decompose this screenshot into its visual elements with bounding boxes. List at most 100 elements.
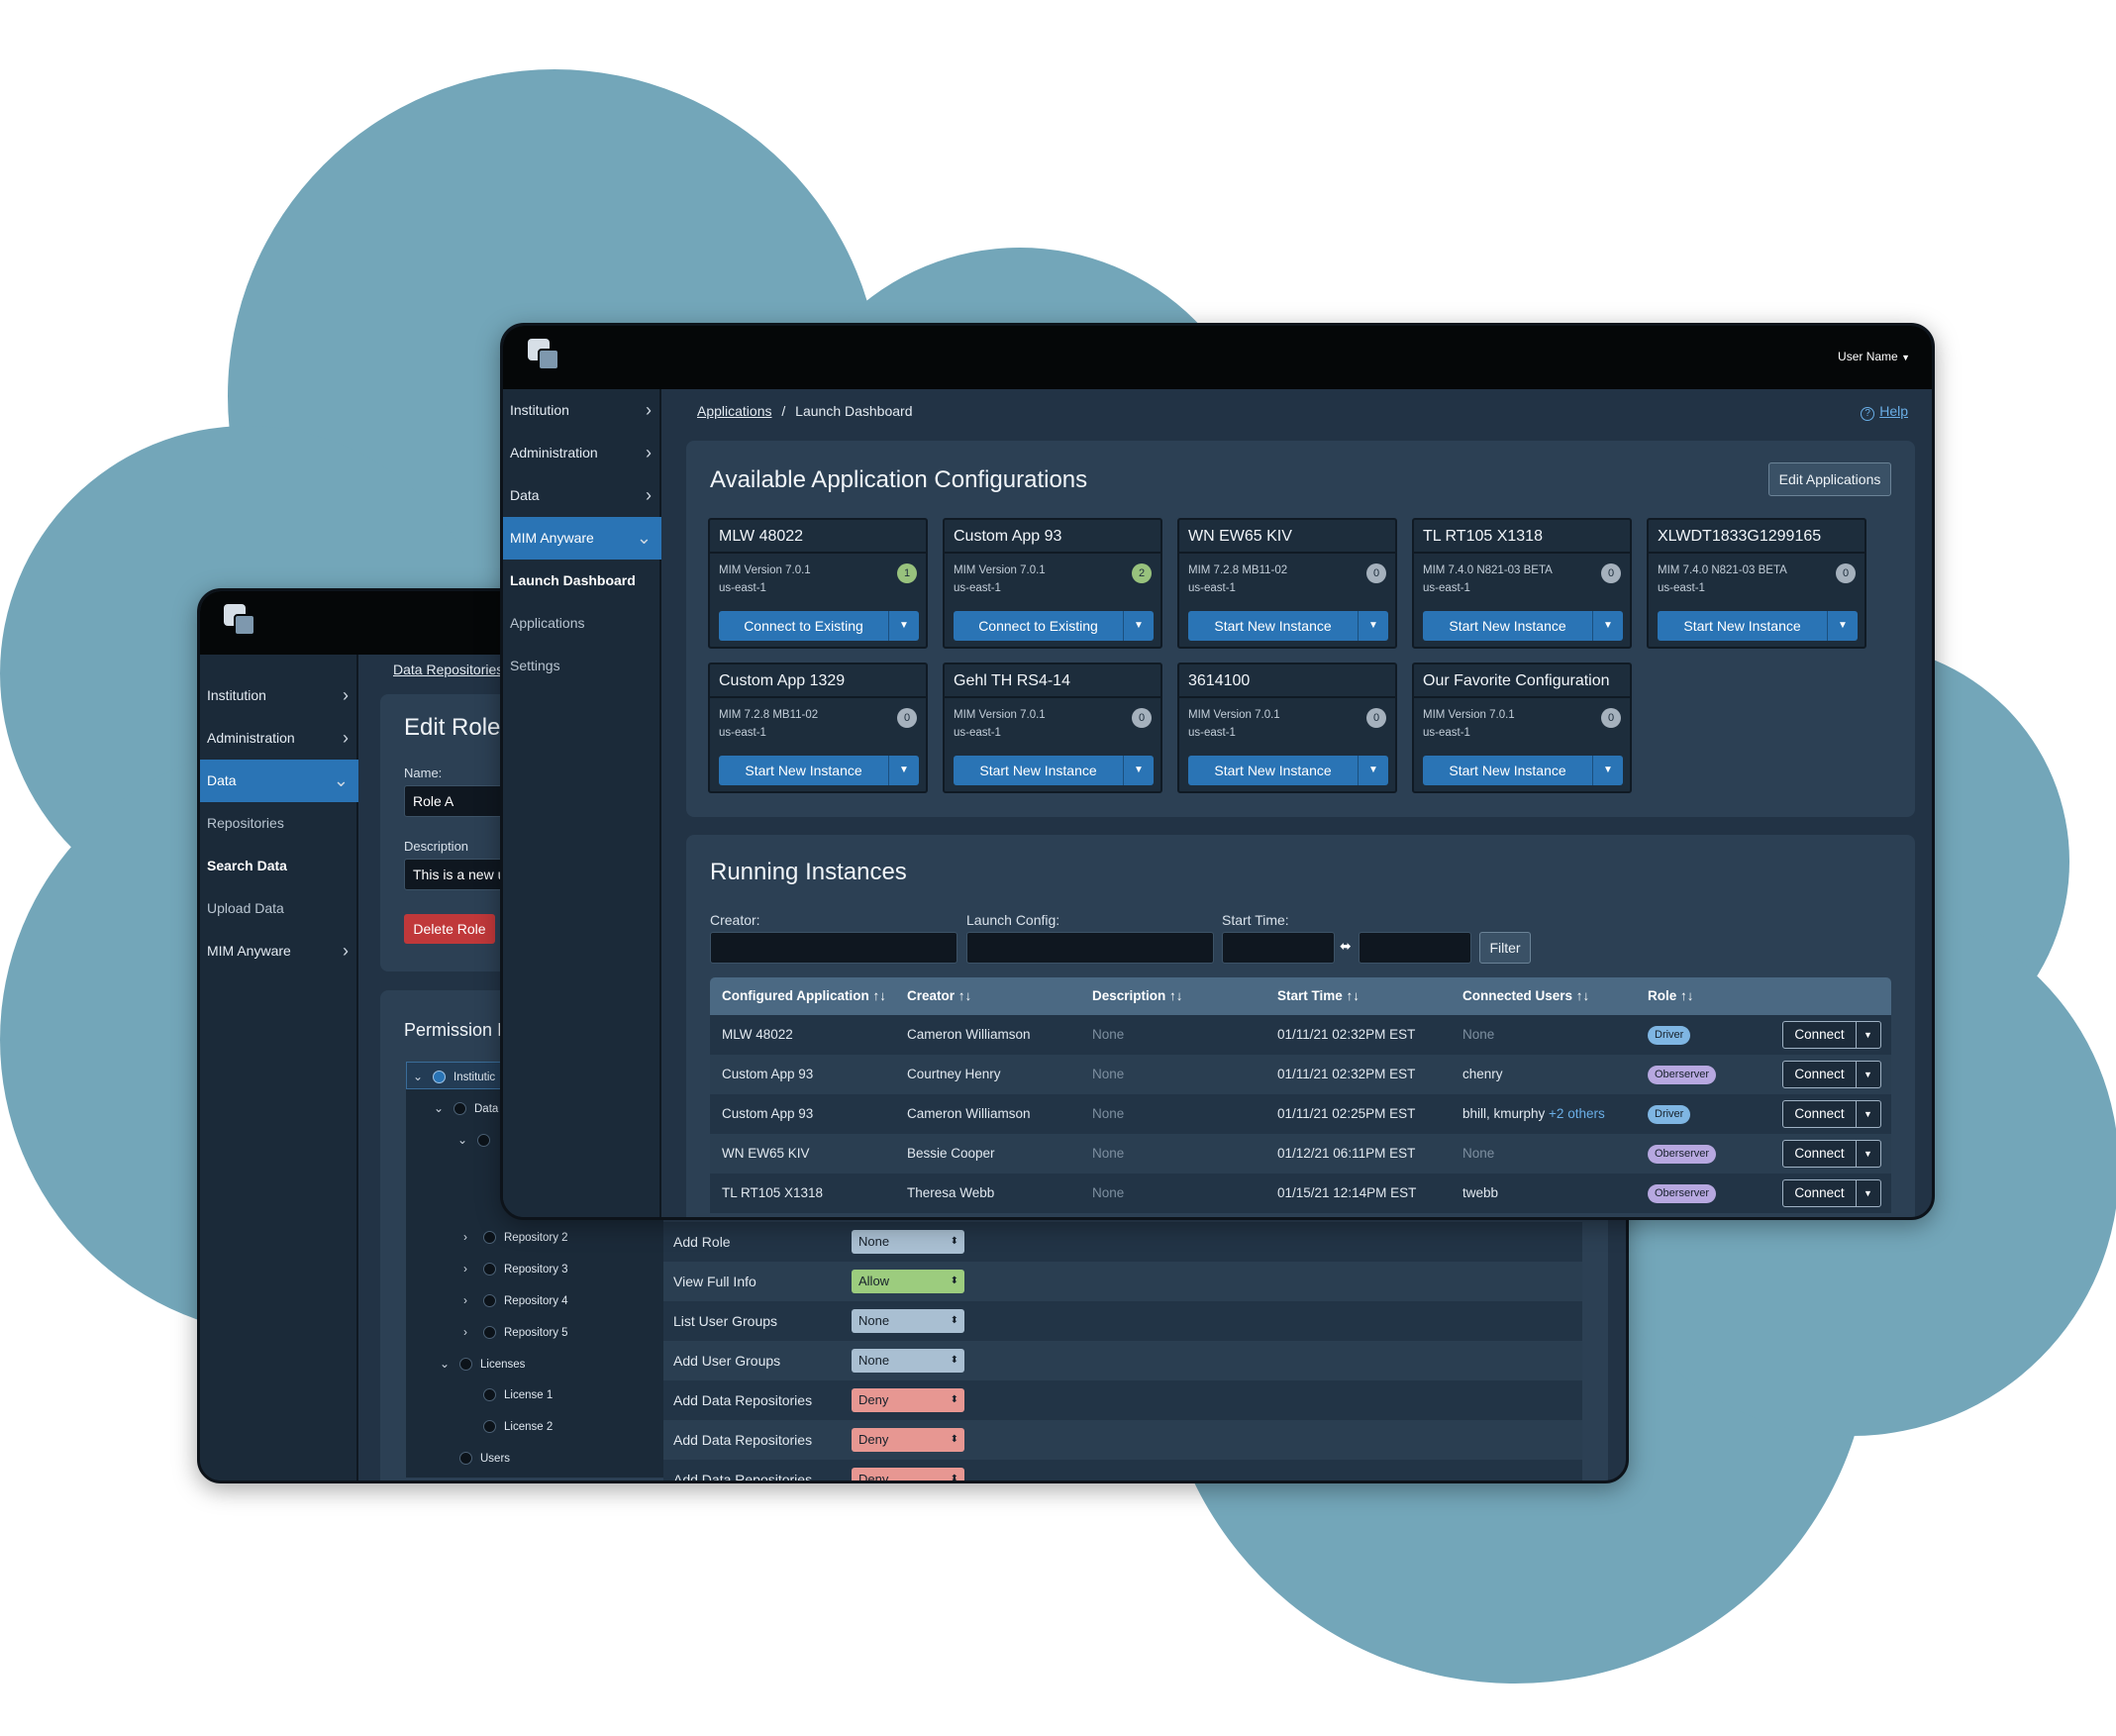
sidebar-item-institution[interactable]: Institution› xyxy=(200,674,358,717)
radio-icon[interactable] xyxy=(459,1358,472,1372)
caret-down-icon[interactable]: ▼ xyxy=(1134,620,1144,631)
radio-icon[interactable] xyxy=(433,1071,446,1084)
user-menu[interactable]: User Name ▼ xyxy=(1838,350,1910,363)
column-header[interactable]: Configured Application ↑↓ xyxy=(722,988,886,1003)
sidebar-sub-launch-dashboard[interactable]: Launch Dashboard xyxy=(510,572,636,588)
tree-node-license-2[interactable]: License 2 xyxy=(483,1416,553,1438)
radio-icon[interactable] xyxy=(483,1326,496,1340)
creator-input[interactable] xyxy=(710,932,957,964)
sidebar-item-institution[interactable]: Institution› xyxy=(503,389,661,432)
sidebar-item-label: Administration xyxy=(510,445,598,460)
caret-down-icon[interactable]: ▼ xyxy=(1368,620,1378,631)
launch-config-input[interactable] xyxy=(966,932,1214,964)
caret-down-icon[interactable]: ▼ xyxy=(1864,1030,1872,1040)
radio-icon[interactable] xyxy=(459,1452,472,1466)
tree-node-users[interactable]: Users xyxy=(459,1448,510,1470)
caret-down-icon[interactable]: ▼ xyxy=(1134,765,1144,775)
sidebar-item-data[interactable]: Data⌄ xyxy=(200,760,358,802)
start-time-to-input[interactable] xyxy=(1359,932,1471,964)
help-link[interactable]: ?Help xyxy=(1861,403,1908,421)
config-action-button[interactable]: Connect to Existing xyxy=(954,611,1124,641)
sidebar-item-data[interactable]: Data› xyxy=(503,474,661,517)
sidebar-item-mim-anyware[interactable]: MIM Anyware› xyxy=(200,930,358,972)
updown-icon: ⬍ xyxy=(950,1236,958,1247)
config-action-button[interactable]: Connect to Existing xyxy=(719,611,889,641)
column-header[interactable]: Connected Users ↑↓ xyxy=(1462,988,1590,1003)
radio-icon[interactable] xyxy=(477,1134,490,1148)
sidebar-sub-repositories[interactable]: Repositories xyxy=(207,815,284,831)
caret-down-icon[interactable]: ▼ xyxy=(1603,620,1613,631)
permission-select[interactable]: None⬍ xyxy=(852,1309,964,1333)
edit-applications-button[interactable]: Edit Applications xyxy=(1768,462,1891,496)
config-action-button[interactable]: Start New Instance xyxy=(1188,611,1359,641)
connect-button[interactable]: Connect xyxy=(1783,1022,1857,1048)
sidebar-sub-applications[interactable]: Applications xyxy=(510,615,585,631)
config-action-button[interactable]: Start New Instance xyxy=(954,756,1124,785)
delete-role-button[interactable]: Delete Role xyxy=(404,914,495,944)
caret-down-icon[interactable]: ▼ xyxy=(1368,765,1378,775)
column-header[interactable]: Creator ↑↓ xyxy=(907,988,972,1003)
connect-button[interactable]: Connect xyxy=(1783,1141,1857,1167)
config-action-button[interactable]: Start New Instance xyxy=(1658,611,1828,641)
sidebar-sub-upload-data[interactable]: Upload Data xyxy=(207,900,284,916)
permission-select[interactable]: Allow⬍ xyxy=(852,1270,964,1293)
config-card-title: 3614100 xyxy=(1179,664,1395,698)
caret-down-icon[interactable]: ▼ xyxy=(1838,620,1848,631)
caret-down-icon[interactable]: ▼ xyxy=(1864,1109,1872,1119)
radio-icon[interactable] xyxy=(483,1231,496,1245)
caret-down-icon[interactable]: ▼ xyxy=(1864,1070,1872,1079)
radio-icon[interactable] xyxy=(483,1263,496,1276)
tree-node-repository-3[interactable]: ›Repository 3 xyxy=(463,1258,568,1280)
tree-node-collapsed[interactable]: ⌄ xyxy=(457,1129,498,1152)
caret-down-icon[interactable]: ▼ xyxy=(1603,765,1613,775)
sidebar-item-mim-anyware[interactable]: MIM Anyware⌄ xyxy=(503,517,661,560)
radio-icon[interactable] xyxy=(483,1420,496,1434)
permission-select[interactable]: None⬍ xyxy=(852,1230,964,1254)
connect-button[interactable]: Connect xyxy=(1783,1180,1857,1206)
tree-node-licenses[interactable]: ⌄Licenses xyxy=(440,1353,525,1376)
sidebar-item-administration[interactable]: Administration› xyxy=(200,717,358,760)
caret-down-icon[interactable]: ▼ xyxy=(899,765,909,775)
tree-node-license-1[interactable]: License 1 xyxy=(483,1384,553,1406)
connect-button[interactable]: Connect xyxy=(1783,1062,1857,1087)
caret-down-icon[interactable]: ▼ xyxy=(1864,1149,1872,1159)
config-action-button[interactable]: Start New Instance xyxy=(1188,756,1359,785)
permission-select[interactable]: Deny⬍ xyxy=(852,1428,964,1452)
creator-label: Creator: xyxy=(710,912,760,928)
filter-button[interactable]: Filter xyxy=(1479,932,1531,964)
sidebar-sub-search-data[interactable]: Search Data xyxy=(207,858,287,873)
permission-select[interactable]: None⬍ xyxy=(852,1349,964,1373)
tree-node-data[interactable]: ⌄Data xyxy=(434,1097,498,1120)
tree-node-repository-2[interactable]: ›Repository 2 xyxy=(463,1226,568,1249)
radio-icon[interactable] xyxy=(483,1388,496,1402)
radio-icon[interactable] xyxy=(453,1102,466,1116)
tree-label: Repository 2 xyxy=(504,1232,568,1244)
sidebar-sub-settings[interactable]: Settings xyxy=(510,658,560,673)
permission-select[interactable]: Deny⬍ xyxy=(852,1388,964,1412)
connect-split-button: Connect ▼ xyxy=(1782,1021,1881,1049)
config-card-title: Gehl TH RS4-14 xyxy=(945,664,1160,698)
sidebar-item-administration[interactable]: Administration› xyxy=(503,432,661,474)
connect-split-button: Connect ▼ xyxy=(1782,1100,1881,1128)
permission-select[interactable]: Deny⬍ xyxy=(852,1468,964,1481)
column-header[interactable]: Start Time ↑↓ xyxy=(1277,988,1360,1003)
cell-application: MLW 48022 xyxy=(722,1027,793,1042)
caret-down-icon[interactable]: ▼ xyxy=(1864,1188,1872,1198)
config-action-button[interactable]: Start New Instance xyxy=(1423,611,1593,641)
connect-button[interactable]: Connect xyxy=(1783,1101,1857,1127)
breadcrumb-link[interactable]: Data Repositories xyxy=(393,662,504,677)
column-header[interactable]: Description ↑↓ xyxy=(1092,988,1183,1003)
instance-count-badge: 2 xyxy=(1132,563,1152,583)
breadcrumb-link[interactable]: Applications xyxy=(697,403,772,419)
radio-icon[interactable] xyxy=(483,1294,496,1308)
caret-down-icon[interactable]: ▼ xyxy=(899,620,909,631)
column-header[interactable]: Role ↑↓ xyxy=(1648,988,1694,1003)
config-action-button[interactable]: Start New Instance xyxy=(1423,756,1593,785)
start-time-from-input[interactable] xyxy=(1222,932,1335,964)
config-card-region: us-east-1 xyxy=(1188,727,1236,739)
more-users-link[interactable]: +2 others xyxy=(1549,1106,1605,1121)
config-action-button[interactable]: Start New Instance xyxy=(719,756,889,785)
cell-description: None xyxy=(1092,1185,1125,1200)
tree-node-repository-4[interactable]: ›Repository 4 xyxy=(463,1289,568,1312)
tree-node-repository-5[interactable]: ›Repository 5 xyxy=(463,1321,568,1344)
